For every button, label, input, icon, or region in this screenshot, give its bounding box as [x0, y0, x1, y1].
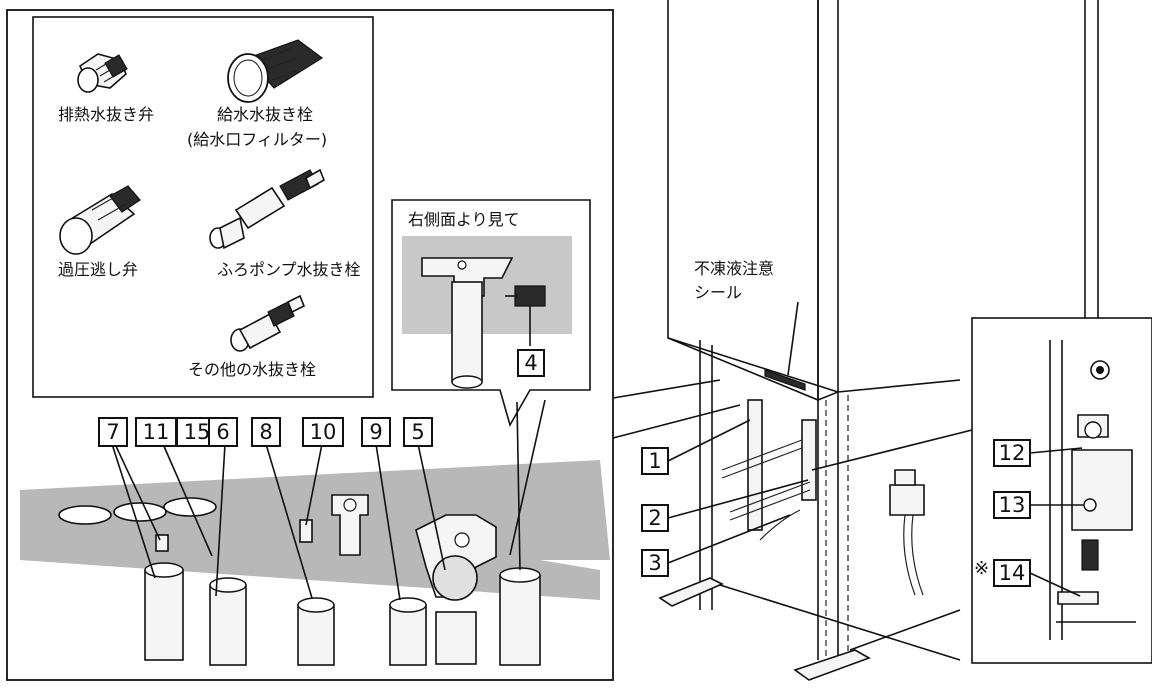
other-drain-plug-label: その他の水抜き栓: [188, 360, 316, 379]
sticker-label-line2: シール: [694, 283, 742, 302]
callout-number-4: 4: [524, 351, 537, 375]
number-2: 2: [648, 506, 661, 530]
number-10: 10: [310, 420, 337, 444]
number-7: 7: [106, 420, 119, 444]
number-11: 11: [143, 420, 170, 444]
number-6: 6: [216, 420, 229, 444]
number-14: 14: [999, 561, 1026, 585]
exhaust-drain-valve-icon: [77, 53, 128, 93]
number-1: 1: [648, 449, 661, 473]
number-13: 13: [999, 493, 1026, 517]
number-box-12: [993, 439, 1031, 467]
number-15: 15: [184, 420, 211, 444]
sticker-label-line1: 不凍液注意: [694, 259, 774, 278]
panel-connector-line: [612, 379, 721, 399]
number-box-3: [641, 549, 669, 577]
other-drain-plug-icon: [230, 294, 306, 352]
bottom-number-boxes: [98, 417, 433, 447]
number-box-2: [641, 504, 669, 532]
relief-valve-label: 過圧逃し弁: [58, 260, 138, 279]
relief-valve-icon: [59, 185, 141, 255]
detail-connector: [811, 429, 973, 471]
sticker-leader: [787, 301, 799, 376]
water-heater-unit: [658, 0, 1099, 681]
number-12: 12: [999, 441, 1026, 465]
panel-connector-line-2: [612, 404, 741, 439]
number-9: 9: [369, 420, 382, 444]
pipes-group: [144, 494, 541, 666]
bottom-leader-lines: [111, 399, 546, 601]
number-box-13: [993, 491, 1031, 519]
right-side-view-title: 右側面より見て: [408, 210, 520, 229]
number-3: 3: [648, 551, 661, 575]
supply-drain-plug-label-line1: 給水水抜き栓: [217, 105, 313, 124]
callout-number-box-4: [517, 349, 545, 377]
number-8: 8: [259, 420, 272, 444]
bath-pump-drain-plug-icon: [209, 168, 326, 250]
number-5: 5: [411, 420, 424, 444]
bath-pump-drain-plug-label: ふろポンプ水抜き栓: [217, 260, 361, 279]
right-side-callout: [391, 199, 591, 428]
supply-drain-plug-label-line2: (給水口フィルター): [187, 130, 327, 149]
detail-panel-content: [1049, 340, 1136, 640]
number-box-1: [641, 447, 669, 475]
exhaust-drain-valve-label: 排熱水抜き弁: [58, 105, 154, 124]
supply-drain-plug-icon: [227, 39, 324, 103]
right-side-view-shade: [402, 236, 572, 334]
note-mark: ※: [974, 558, 989, 579]
